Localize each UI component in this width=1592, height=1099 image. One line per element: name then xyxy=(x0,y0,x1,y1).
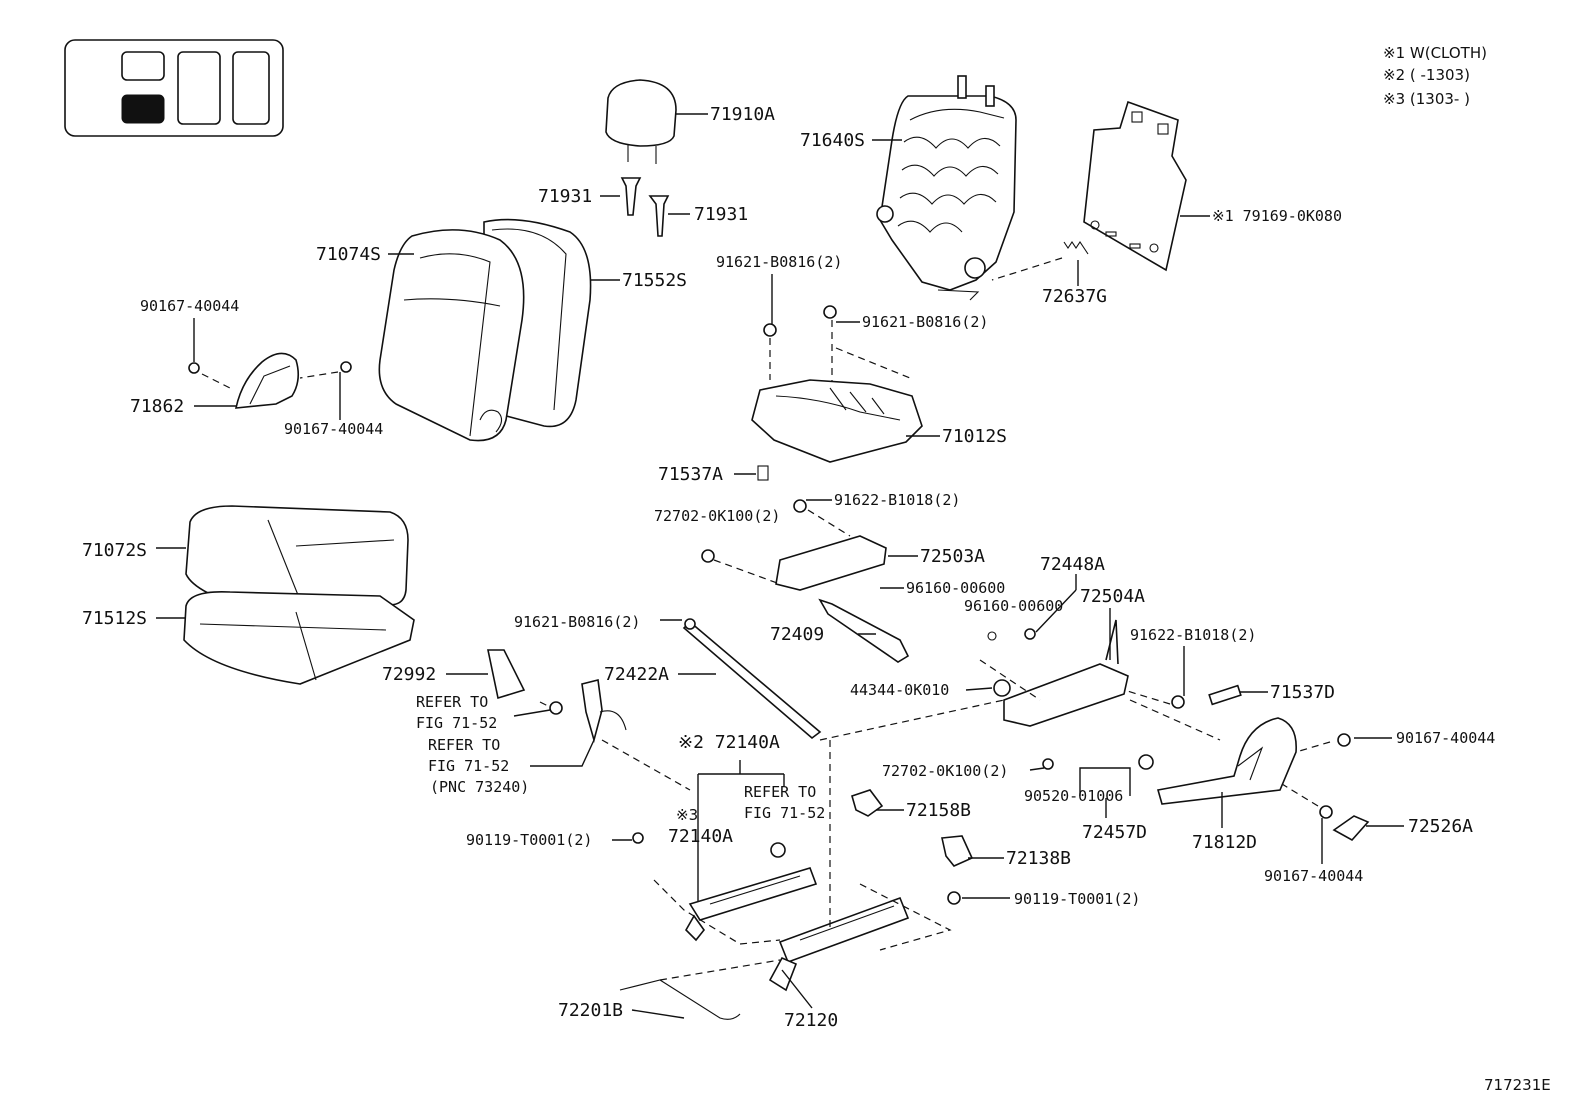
leader-lines xyxy=(156,113,1404,1019)
headrest-illustration xyxy=(605,79,677,237)
figure-id: 717231E xyxy=(1484,1076,1551,1094)
label-72448A: 72448A xyxy=(1040,554,1105,575)
label-refer-2c: (PNC 73240) xyxy=(430,778,529,796)
label-71074S: 71074S xyxy=(316,244,381,265)
label-72140A-bottom: 72140A xyxy=(668,826,733,847)
label-72526A: 72526A xyxy=(1408,816,1473,837)
seat-track-illustration xyxy=(653,740,952,992)
note-3: ※3 (1303- ) xyxy=(1383,90,1470,108)
label-72140A-bottom-mark: ※3 xyxy=(676,806,698,824)
label-72637G: 72637G xyxy=(1042,286,1107,307)
label-71910A: 71910A xyxy=(710,104,775,125)
label-91622-right: 91622-B1018(2) xyxy=(1130,626,1256,644)
label-71012S: 71012S xyxy=(942,426,1007,447)
seatback-frame-illustration xyxy=(876,75,1017,301)
label-71512S: 71512S xyxy=(82,608,147,629)
label-71931-right: 71931 xyxy=(694,204,748,225)
label-91621-mid: 91621-B0816(2) xyxy=(514,613,640,631)
label-72201B: 72201B xyxy=(558,1000,623,1021)
label-96160-lower: 96160-00600 xyxy=(964,597,1063,615)
label-71640S: 71640S xyxy=(800,130,865,151)
label-79169: ※1 79169-0K080 xyxy=(1212,207,1342,225)
label-71812D: 71812D xyxy=(1192,832,1257,853)
label-90119-left: 90119-T0001(2) xyxy=(466,831,592,849)
label-90119-right: 90119-T0001(2) xyxy=(1014,890,1140,908)
label-refer-1a: REFER TO xyxy=(416,693,488,711)
label-71862: 71862 xyxy=(130,396,184,417)
seat-belt-buckle-illustration xyxy=(487,649,691,791)
label-refer-3b: FIG 71-52 xyxy=(744,804,825,822)
label-72120: 72120 xyxy=(784,1010,838,1031)
label-refer-2b: FIG 71-52 xyxy=(428,757,509,775)
label-72503A: 72503A xyxy=(920,546,985,567)
label-72158B: 72158B xyxy=(906,800,971,821)
label-90167-right-upper: 90167-40044 xyxy=(1396,729,1495,747)
label-44344: 44344-0K010 xyxy=(850,681,949,699)
seat-position-key-icon xyxy=(64,39,284,137)
label-refer-1b: FIG 71-52 xyxy=(416,714,497,732)
seatback-cover-illustration xyxy=(378,218,592,442)
label-72992: 72992 xyxy=(382,664,436,685)
label-72409: 72409 xyxy=(770,624,824,645)
label-71537D: 71537D xyxy=(1270,682,1335,703)
label-71552S: 71552S xyxy=(622,270,687,291)
seatback-board-illustration xyxy=(1083,100,1187,272)
wire-illustration xyxy=(619,959,781,1020)
label-96160-upper: 96160-00600 xyxy=(906,579,1005,597)
seat-cushion-illustration xyxy=(183,505,415,685)
label-72457D: 72457D xyxy=(1082,822,1147,843)
label-90520: 90520-01006 xyxy=(1024,787,1123,805)
label-71931-left: 71931 xyxy=(538,186,592,207)
label-91622-top: 91622-B1018(2) xyxy=(834,491,960,509)
label-90167-right-lower: 90167-40044 xyxy=(1264,867,1363,885)
label-71072S: 71072S xyxy=(82,540,147,561)
part-labels: 71910A 71931 71931 71640S ※1 79169-0K080… xyxy=(82,104,1495,1031)
seat-frame-illustration xyxy=(751,305,923,481)
label-refer-3a: REFER TO xyxy=(744,783,816,801)
label-90167-upper: 90167-40044 xyxy=(140,297,239,315)
label-91621-right: 91621-B0816(2) xyxy=(862,313,988,331)
label-72422A: 72422A xyxy=(604,664,669,685)
clip-illustrations xyxy=(632,789,974,905)
label-72702-top: 72702-0K100(2) xyxy=(654,507,780,525)
label-90167-lower: 90167-40044 xyxy=(284,420,383,438)
recliner-lever-illustration xyxy=(1042,717,1370,842)
note-2: ※2 ( -1303) xyxy=(1383,66,1470,84)
label-72504A: 72504A xyxy=(1080,586,1145,607)
spring-illustration xyxy=(991,241,1089,281)
label-91621-left: 91621-B0816(2) xyxy=(716,253,842,271)
label-refer-2a: REFER TO xyxy=(428,736,500,754)
label-72138B: 72138B xyxy=(1006,848,1071,869)
seat-adjuster-illustration xyxy=(682,499,1242,741)
label-72702-lower: 72702-0K100(2) xyxy=(882,762,1008,780)
note-1: ※1 W(CLOTH) xyxy=(1383,44,1487,62)
side-cover-illustration xyxy=(188,352,352,409)
label-72140A-top: ※2 72140A xyxy=(678,732,780,753)
label-71537A: 71537A xyxy=(658,464,723,485)
